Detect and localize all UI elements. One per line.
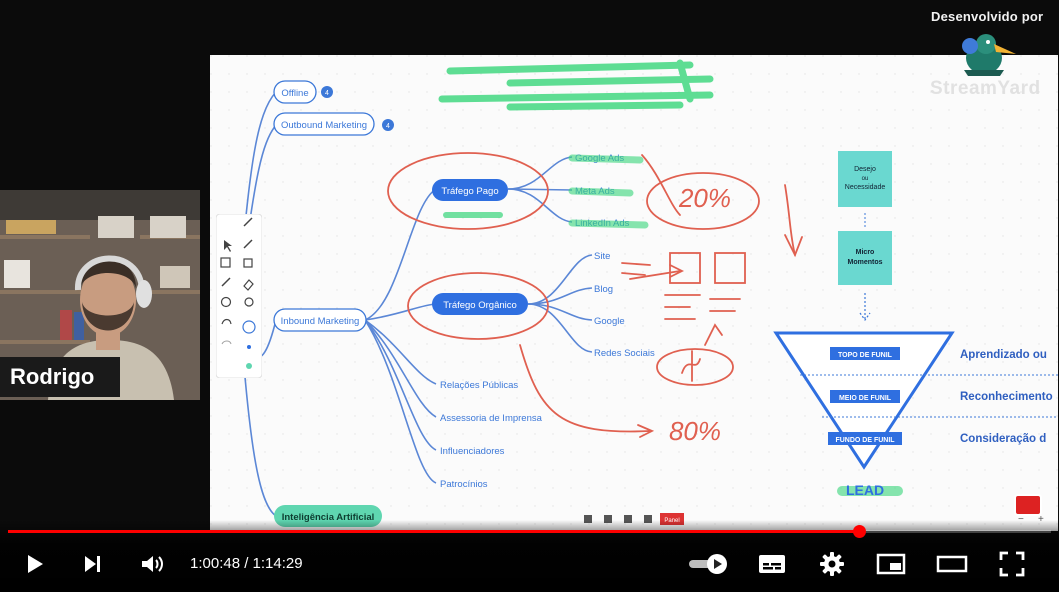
progress-scrubber-handle[interactable]	[853, 525, 867, 538]
shapes-icon	[243, 258, 253, 268]
miniplayer-button[interactable]	[874, 548, 908, 580]
brand-caption: Desenvolvido por	[931, 9, 1044, 24]
subtitles-button[interactable]	[756, 548, 788, 580]
autoplay-toggle-icon	[689, 554, 727, 574]
inbound-child-press: Assessoria de Imprensa	[440, 413, 543, 424]
green-scribble	[438, 59, 714, 111]
progress-played	[8, 530, 860, 533]
streamyard-wordmark: StreamYard	[930, 78, 1041, 99]
brush-size-icon	[242, 320, 256, 334]
funnel-top-description: Aprendizado ou	[960, 349, 1047, 361]
funnel-lead-label: LEAD	[846, 482, 884, 498]
svg-text:ou: ou	[862, 176, 869, 182]
funnel-bottom-label: FUNDO DE FUNIL	[835, 437, 895, 444]
node-inbound	[273, 308, 367, 332]
red-annotations	[519, 154, 803, 438]
svg-text:Micro: Micro	[856, 249, 875, 256]
svg-text:Momentos: Momentos	[848, 259, 883, 266]
box-micro-moments	[838, 231, 892, 285]
volume-icon	[142, 556, 163, 572]
progress-bar[interactable]	[8, 525, 1051, 538]
red-circle-organic	[407, 272, 549, 340]
settings-button[interactable]	[816, 548, 848, 580]
node-organic-label: Tráfego Orgânico	[443, 300, 517, 311]
whiteboard-screen: Offline 4 Outbound Marketing 4 Inbound M…	[210, 55, 1058, 531]
youtube-logo-badge[interactable]	[1014, 494, 1042, 516]
organic-child-social: Redes Sociais	[594, 348, 655, 359]
node-outbound-label: Outbound Marketing	[281, 120, 367, 131]
annotation-80-percent: 80%	[669, 416, 721, 446]
color-dot-icon	[247, 345, 251, 349]
subtitles-icon	[759, 555, 785, 573]
node-paid	[432, 179, 508, 201]
funnel-top-label: TOPO DE FUNIL	[838, 352, 893, 359]
svg-text:Desejo: Desejo	[854, 166, 876, 173]
node-offline-label: Offline	[281, 88, 308, 99]
fullscreen-button[interactable]	[996, 548, 1028, 580]
organic-child-site: Site	[594, 251, 610, 262]
fullscreen-icon	[999, 551, 1025, 577]
drawing-toolbar	[216, 214, 262, 378]
settings-icon	[820, 552, 844, 576]
next-button[interactable]	[76, 548, 108, 580]
annotation-20-percent: 20%	[678, 183, 731, 213]
organic-child-google: Google	[594, 316, 625, 327]
inbound-child-pr: Relações Públicas	[440, 380, 518, 391]
autoplay-toggle[interactable]	[686, 548, 732, 580]
red-circle-paid	[387, 152, 549, 230]
funnel-middle-description: Reconhecimento	[960, 391, 1053, 403]
node-outbound-badge: 4	[386, 123, 390, 130]
svg-text:Necessidade: Necessidade	[845, 184, 886, 191]
mind-map: Offline 4 Outbound Marketing 4 Inbound M…	[210, 55, 1058, 531]
organic-child-blog: Blog	[594, 284, 613, 295]
theater-mode-button[interactable]	[934, 548, 970, 580]
node-ai-label: Inteligência Artificial	[282, 512, 375, 523]
lasso-icon	[244, 297, 254, 307]
svg-text:−: −	[1018, 514, 1024, 525]
eraser-icon	[243, 279, 254, 291]
node-inbound-label: Inbound Marketing	[281, 316, 360, 327]
play-button[interactable]	[18, 548, 50, 580]
funnel-middle-label: MEIO DE FUNIL	[839, 395, 892, 402]
funnel-bottom-description: Consideração d	[960, 433, 1046, 445]
sticky-note-icon	[220, 257, 231, 268]
time-display: 1:00:48 / 1:14:29	[190, 555, 303, 572]
highlighter-icon	[243, 217, 253, 227]
presenter-name-tag: Rodrigo	[0, 357, 120, 397]
marker-icon	[243, 239, 253, 249]
comment-icon	[220, 296, 232, 308]
next-icon	[85, 556, 100, 572]
pen-icon	[221, 277, 231, 287]
pointer-icon	[224, 240, 232, 252]
svg-text:+: +	[1038, 514, 1044, 525]
undo-icon	[221, 318, 232, 325]
inbound-child-influencers: Influenciadores	[440, 446, 505, 457]
node-offline	[273, 80, 317, 104]
green-color-icon	[246, 363, 252, 369]
theater-icon	[936, 555, 968, 573]
redo-icon	[221, 340, 232, 345]
node-paid-label: Tráfego Pago	[441, 186, 498, 197]
streamyard-logo-icon	[962, 34, 1016, 76]
inbound-child-sponsorship: Patrocínios	[440, 479, 488, 490]
box-desire	[838, 151, 892, 207]
node-offline-badge: 4	[325, 90, 329, 97]
node-organic	[432, 293, 528, 315]
miniplayer-icon	[876, 553, 906, 575]
node-outbound	[273, 112, 375, 136]
volume-button[interactable]	[136, 548, 168, 580]
play-icon	[28, 555, 43, 573]
